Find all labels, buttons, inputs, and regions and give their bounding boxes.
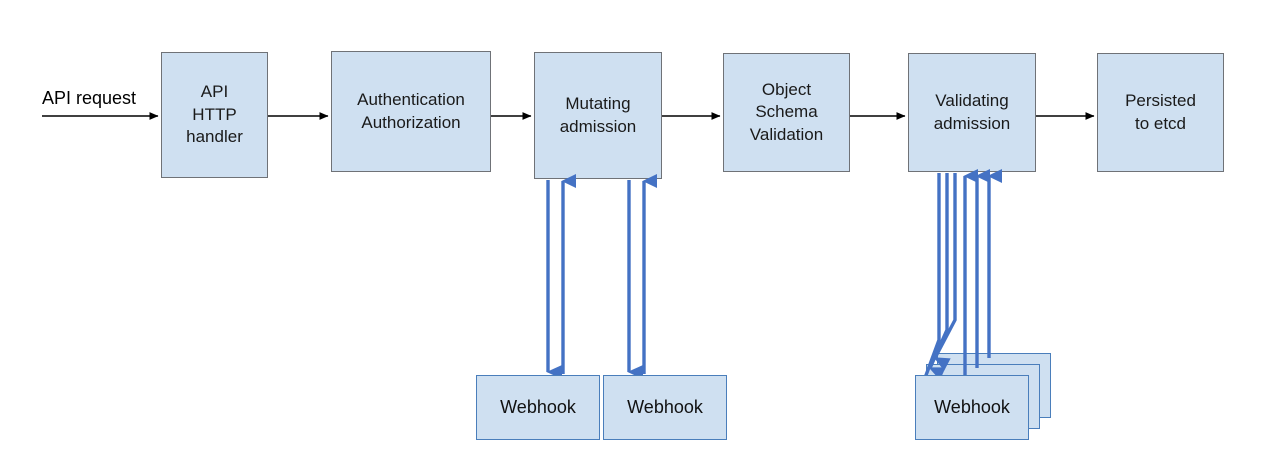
webhook-box-validating-front[interactable]: Webhook (915, 375, 1029, 440)
arrow-validating-to-webhook-stack-down-1 (933, 173, 957, 371)
stage-box-validating-admission[interactable]: Validating admission (908, 53, 1036, 172)
stage-box-object-schema-validation[interactable]: Object Schema Validation (723, 53, 850, 172)
stage-box-api-http-handler[interactable]: API HTTP handler (161, 52, 268, 178)
stage-box-authentication-authorization[interactable]: Authentication Authorization (331, 51, 491, 172)
webhook-box-mutating-1[interactable]: Webhook (476, 375, 600, 440)
arrow-validating-to-webhook-stack-down-2 (928, 173, 949, 381)
api-request-label: API request (42, 88, 137, 108)
stage-box-persisted-to-etcd[interactable]: Persisted to etcd (1097, 53, 1224, 172)
webhook-box-mutating-2[interactable]: Webhook (603, 375, 727, 440)
stage-box-mutating-admission[interactable]: Mutating admission (534, 52, 662, 179)
arrow-validating-to-webhook-stack-down-3 (923, 173, 941, 390)
